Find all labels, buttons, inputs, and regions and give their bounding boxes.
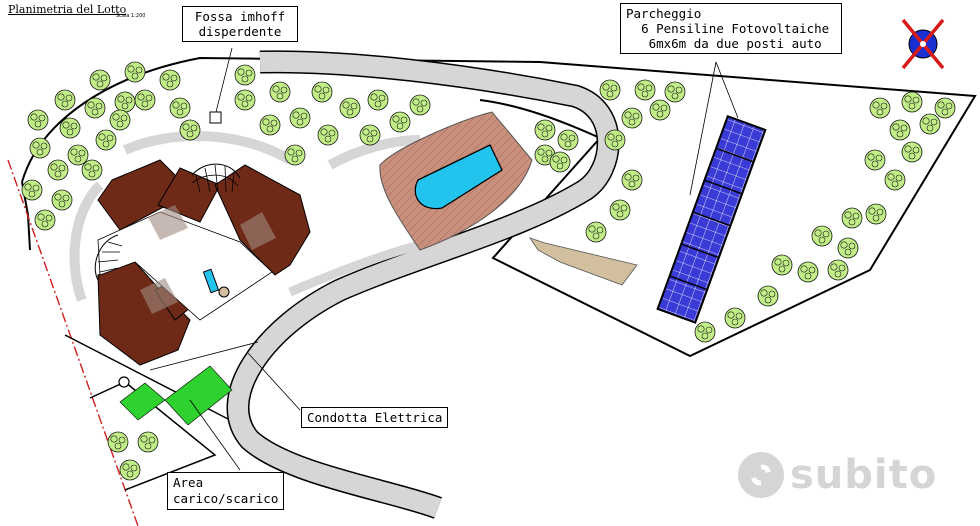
label-area-carico: Area carico/scarico (167, 472, 285, 510)
label-parcheggio-line3: 6mx6m da due posti auto (648, 36, 822, 51)
lot-boundary (21, 56, 977, 358)
label-area-line1: Area (173, 475, 204, 490)
plan-scale: Scala 1:200 (116, 13, 146, 19)
pergola-west (94, 234, 123, 281)
label-fossa-line1: Fossa imhoff (194, 9, 286, 24)
parking-driveway (529, 237, 638, 286)
imhoff-tank (209, 111, 222, 124)
area-leader (189, 399, 241, 471)
label-parcheggio-line1: Parcheggio (626, 6, 702, 21)
garden-path-north (122, 131, 293, 165)
loading-area-west (119, 382, 166, 421)
main-building (97, 159, 311, 366)
subito-watermark: subito (738, 452, 937, 498)
solar-carports (656, 114, 767, 324)
pergola-north (191, 163, 241, 193)
garden-path-pool (327, 135, 421, 170)
electrical-conduit (149, 341, 259, 371)
loading-area-east (164, 365, 233, 426)
junction-node (118, 376, 130, 388)
subito-watermark-text: subito (790, 452, 938, 498)
inner-pool-feature (218, 286, 230, 298)
parking-leader-2 (715, 61, 739, 119)
imhoff-leader (215, 47, 233, 113)
label-fossa-line2: disperdente (198, 24, 282, 39)
label-parcheggio: Parcheggio 6 Pensiline Fotovoltaiche 6mx… (620, 3, 842, 54)
garden-path-west (69, 181, 104, 302)
label-parcheggio-line2: 6 Pensiline Fotovoltaiche (641, 21, 830, 36)
label-fossa-imhoff: Fossa imhoff disperdente (182, 6, 298, 42)
swimming-pool (414, 144, 503, 210)
inner-pool (202, 268, 220, 294)
condotta-leader (247, 352, 301, 411)
parking-leader-1 (689, 61, 717, 196)
label-condotta-elettrica: Condotta Elettrica (301, 407, 449, 428)
property-line (7, 159, 139, 526)
subito-logo-icon (738, 452, 784, 498)
access-road-surface (228, 51, 619, 518)
label-area-line2: carico/scarico (173, 491, 279, 506)
garden-path-south (288, 240, 422, 297)
plan-title: Planimetria del Lotto (8, 3, 127, 16)
north-compass-icon (901, 18, 945, 70)
